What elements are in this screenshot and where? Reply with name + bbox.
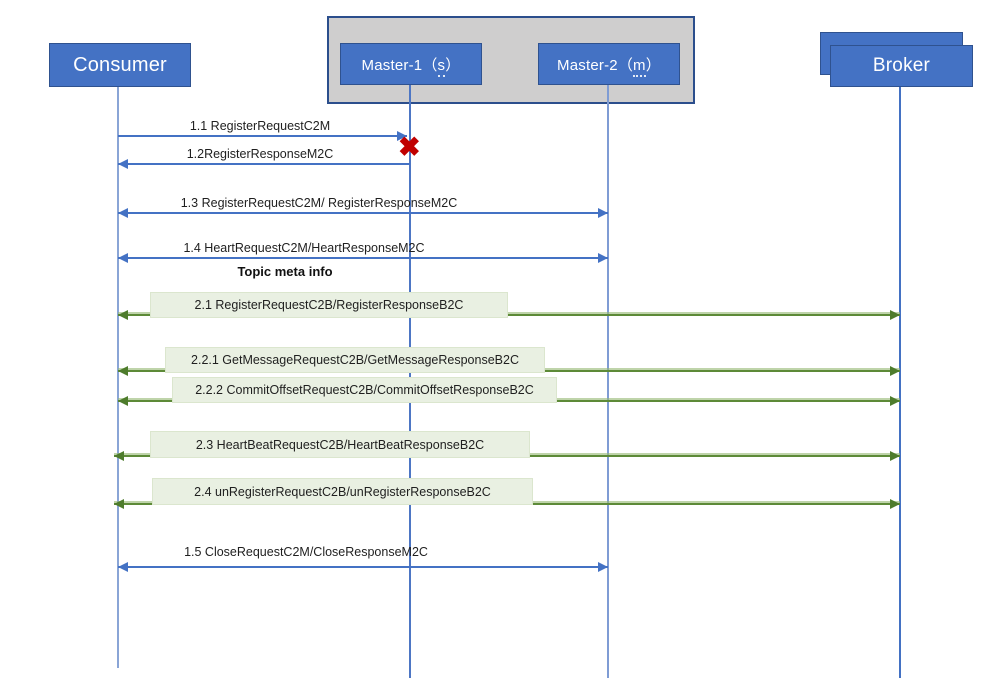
message-label-2-3: 2.3 HeartBeatRequestC2B/HeartBeatRespons…: [150, 431, 530, 458]
arrowhead-right-icon: [890, 451, 900, 461]
actor-consumer-label: Consumer: [73, 53, 167, 76]
message-label-1-2: 1.2RegisterResponseM2C: [186, 147, 334, 161]
arrowhead-right-icon: [598, 253, 608, 263]
arrowhead-right-icon: [598, 208, 608, 218]
arrowhead-left-icon: [118, 159, 128, 169]
lifeline-master-2: [607, 85, 609, 678]
arrowhead-left-icon: [118, 396, 128, 406]
message-arrow-1-1: [118, 131, 407, 141]
actor-master-1-label: Master-1（s）: [361, 54, 461, 77]
topic-meta-info-label: Topic meta info: [237, 264, 333, 279]
message-label-1-1: 1.1 RegisterRequestC2M: [189, 119, 331, 133]
arrowhead-left-icon: [118, 562, 128, 572]
arrowhead-right-icon: [890, 310, 900, 320]
actor-master-2-label-prefix: Master-2（: [557, 56, 634, 74]
arrowhead-left-icon: [114, 499, 124, 509]
message-label-2-1: 2.1 RegisterRequestC2B/RegisterResponseB…: [150, 292, 508, 318]
message-arrow-1-5: [118, 562, 608, 572]
message-label-1-3: 1.3 RegisterRequestC2M/ RegisterResponse…: [180, 196, 458, 210]
actor-broker: Broker: [830, 45, 973, 87]
actor-master-1-role-letter: s: [437, 56, 446, 77]
actor-master-2-label-suffix: ）: [645, 56, 661, 74]
arrowhead-right-icon: [598, 562, 608, 572]
lifeline-broker: [899, 87, 901, 678]
arrowhead-left-icon: [114, 451, 124, 461]
message-label-1-4: 1.4 HeartRequestC2M/HeartResponseM2C: [183, 241, 425, 255]
actor-master-1-label-prefix: Master-1（: [361, 56, 438, 74]
actor-master-2: Master-2（m）: [538, 43, 680, 85]
actor-master-1-label-suffix: ）: [445, 56, 461, 74]
arrowhead-right-icon: [890, 366, 900, 376]
arrowhead-left-icon: [118, 208, 128, 218]
arrowhead-left-icon: [118, 253, 128, 263]
arrowhead-left-icon: [118, 366, 128, 376]
arrowhead-right-icon: [397, 131, 407, 141]
message-label-2-2-2: 2.2.2 CommitOffsetRequestC2B/CommitOffse…: [172, 377, 557, 403]
message-label-2-4: 2.4 unRegisterRequestC2B/unRegisterRespo…: [152, 478, 533, 505]
message-arrow-1-2: [118, 159, 410, 169]
message-arrow-1-4: [118, 253, 608, 263]
failure-x-icon: ✖: [398, 132, 421, 162]
arrowhead-right-icon: [890, 499, 900, 509]
actor-master-2-label: Master-2（m）: [557, 54, 661, 77]
actor-broker-label: Broker: [872, 55, 931, 76]
message-arrow-1-3: [118, 208, 608, 218]
message-label-2-2-1: 2.2.1 GetMessageRequestC2B/GetMessageRes…: [165, 347, 545, 373]
arrowhead-left-icon: [118, 310, 128, 320]
actor-master-1: Master-1（s）: [340, 43, 482, 85]
message-arrow-2-1: [118, 310, 900, 320]
message-label-1-5: 1.5 CloseRequestC2M/CloseResponseM2C: [184, 545, 428, 559]
actor-consumer: Consumer: [49, 43, 191, 87]
actor-master-2-role-letter: m: [633, 56, 646, 77]
lifeline-consumer: [117, 87, 119, 668]
arrowhead-right-icon: [890, 396, 900, 406]
